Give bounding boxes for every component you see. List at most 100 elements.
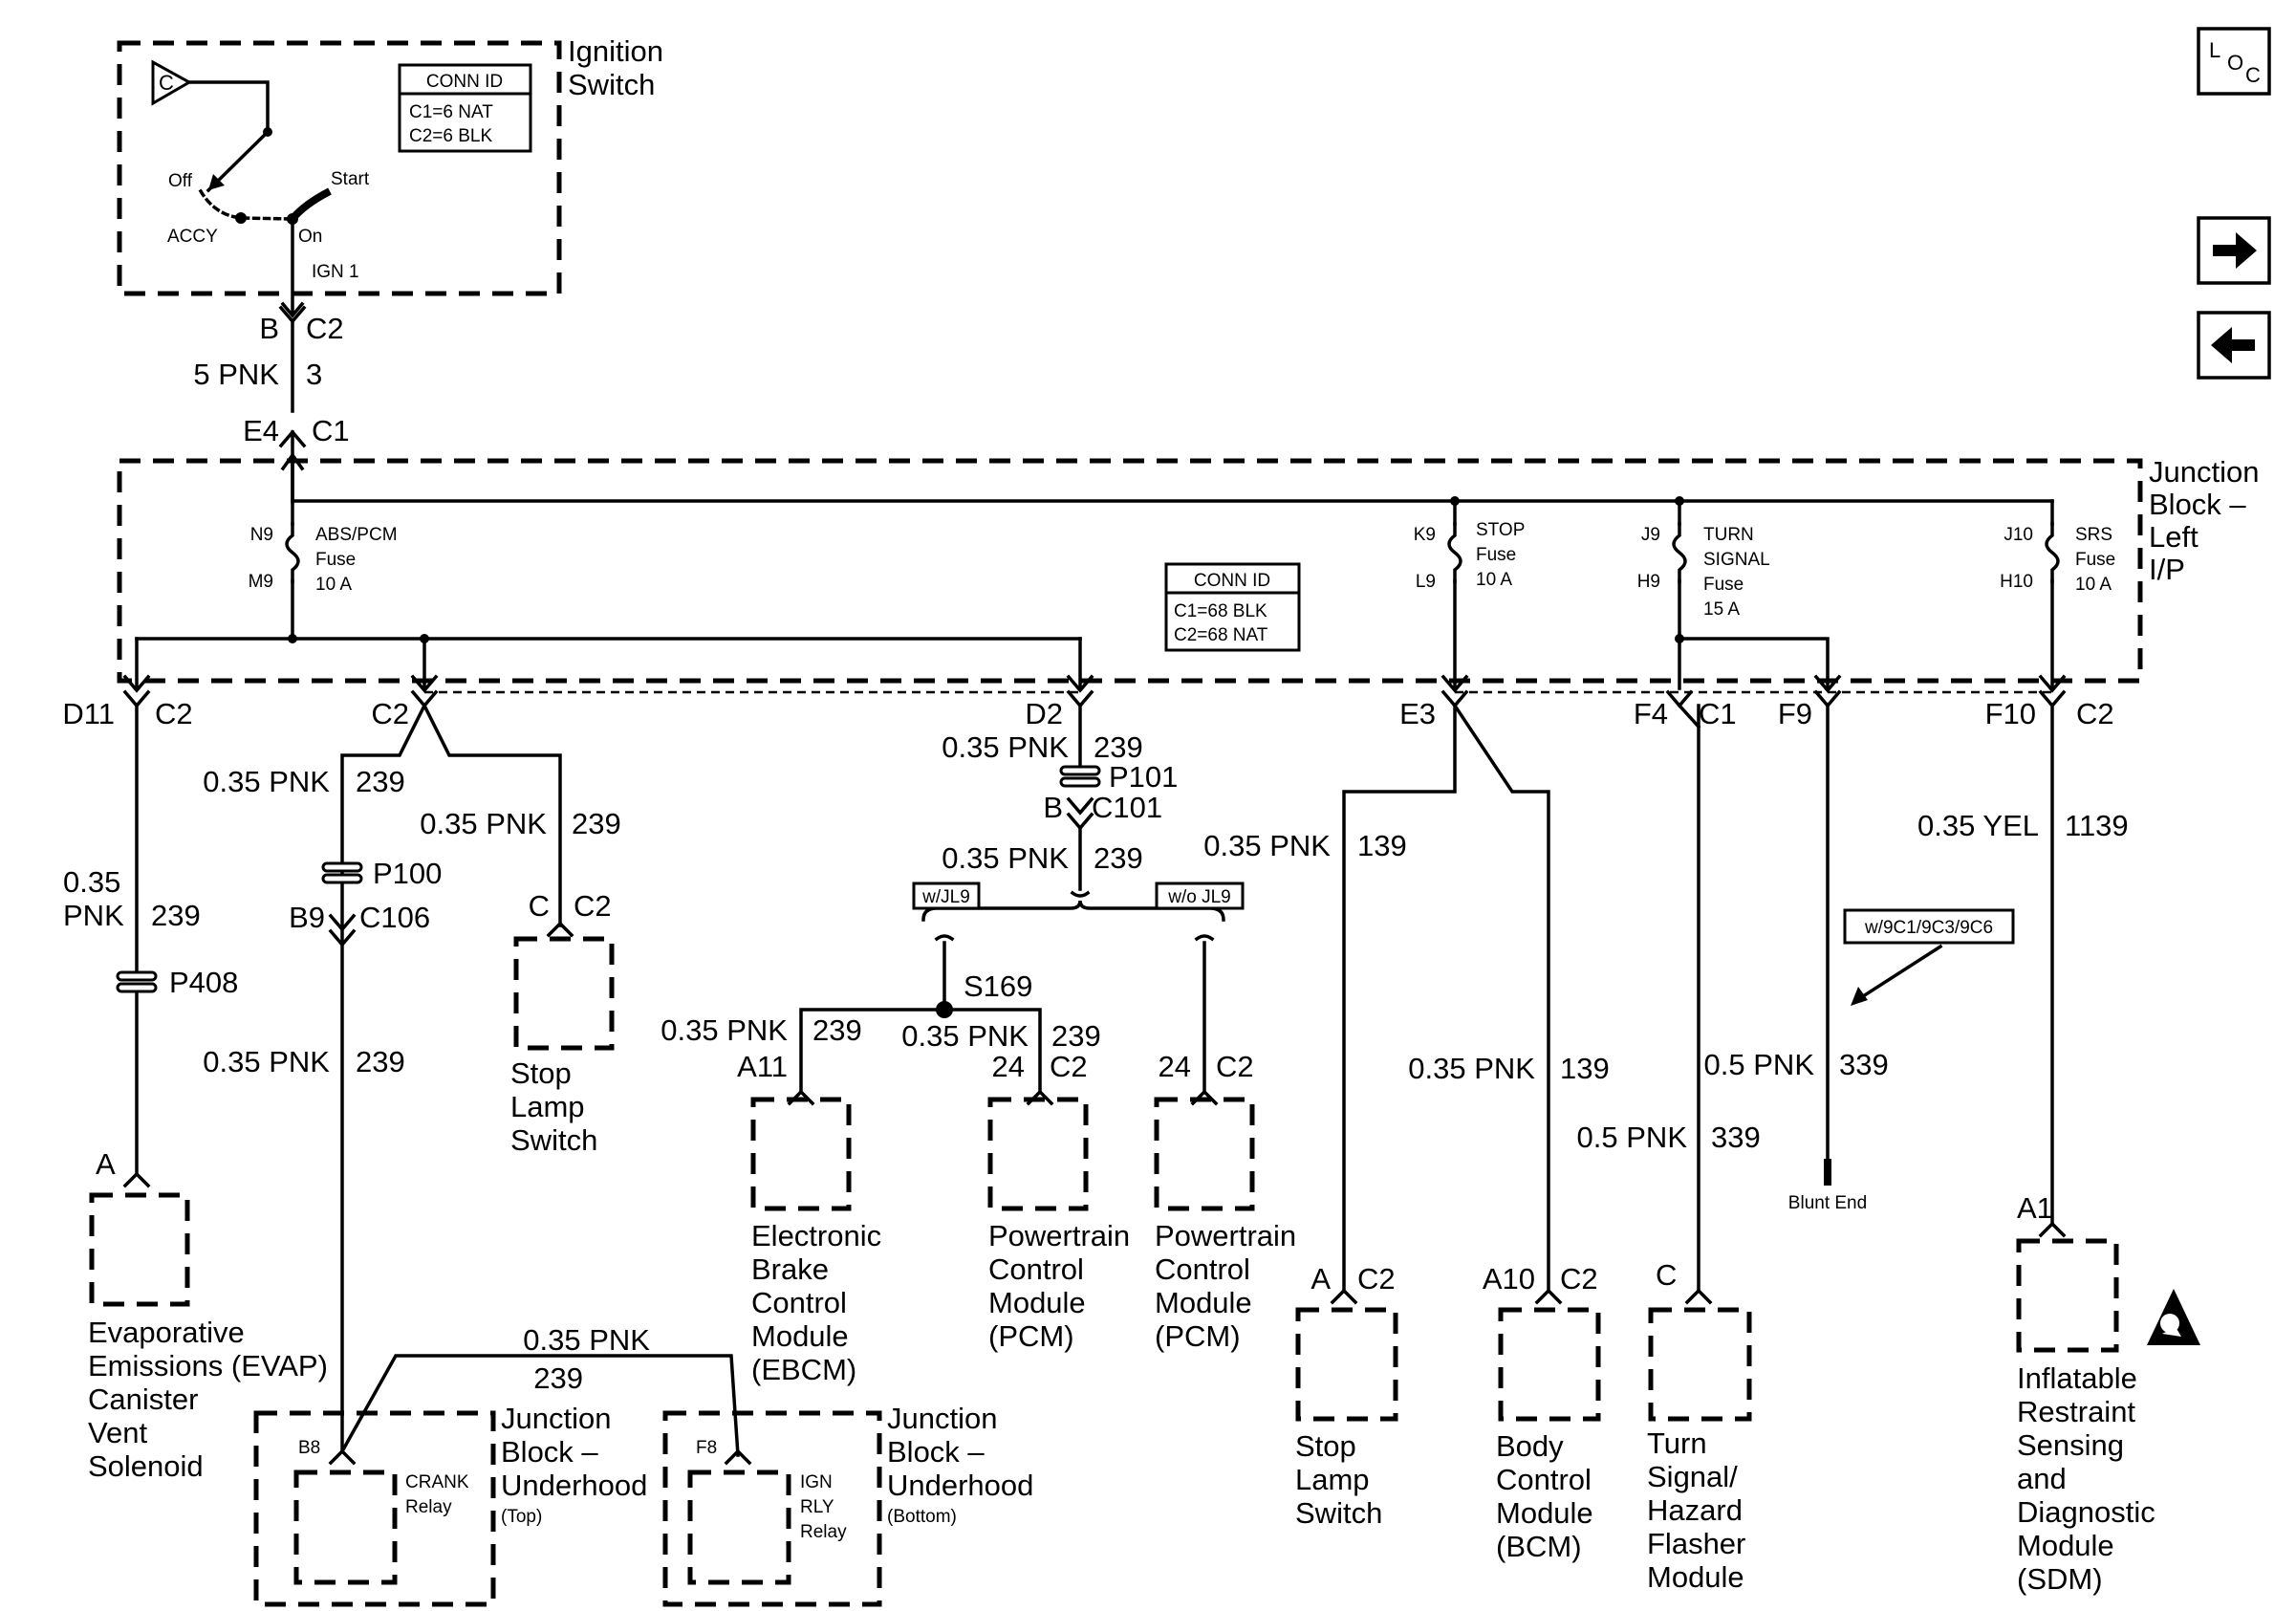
pcm1-name-3: Module	[988, 1286, 1086, 1319]
s169-label: S169	[964, 969, 1032, 1003]
sdm-circuit: 1139	[2065, 809, 2129, 842]
out-d11-pin: D11	[62, 697, 115, 730]
option-sdm: w/9C1/9C3/9C6	[1843, 908, 2015, 945]
fuse-stop-out: L9	[1416, 572, 1436, 592]
f4-branch: 0.5 PNK 339	[1577, 703, 1761, 1293]
fuse-stop-label-1: STOP	[1476, 520, 1525, 540]
jb-lip-conn-id-c2: C2=68 NAT	[1174, 625, 1268, 645]
pcm-without-jl9: 24 C2 Powertrain Control Module (PCM)	[1154, 1050, 1296, 1353]
switch-pos-accy: ACCY	[167, 227, 218, 247]
crank-jb-name-2: Block –	[501, 1435, 598, 1469]
evap-name-2: Emissions (EVAP)	[88, 1349, 328, 1382]
sdm-name-5: Diagnostic	[2017, 1495, 2155, 1529]
svg-text:w/o JL9: w/o JL9	[1167, 887, 1230, 907]
c106-pin: B9	[289, 901, 325, 934]
evap-pin: A	[96, 1147, 116, 1181]
stop-sw-upper-name-1: Stop	[510, 1056, 572, 1090]
fuse-turn-in: J9	[1641, 525, 1660, 545]
stop-sw-upper-name-2: Lamp	[510, 1090, 585, 1123]
out-d11-conn: C2	[155, 697, 193, 730]
blunt-circuit: 339	[1839, 1048, 1889, 1081]
feed-circuit: 3	[306, 358, 322, 391]
svg-text:w/JL9: w/JL9	[921, 887, 970, 907]
next-page-button[interactable]	[2197, 216, 2271, 285]
stop-sw-lower-conn: C2	[1357, 1262, 1396, 1295]
crank-wire-color: 0.35 PNK	[203, 765, 330, 798]
bcm-wire-color: 0.35 PNK	[1408, 1052, 1535, 1085]
stop-lamp-circuit: 139	[1357, 829, 1407, 862]
jb-lip-title-3: Left	[2149, 520, 2199, 554]
pcm2-pin: 24	[1159, 1050, 1191, 1083]
bcm-name-3: Module	[1496, 1496, 1593, 1530]
ign-jb-name-3: Underhood	[887, 1469, 1033, 1502]
stop-sw-lower-name-1: Stop	[1295, 1429, 1356, 1463]
blunt-wire-color: 0.5 PNK	[1704, 1048, 1815, 1081]
d2-circuit: 239	[1094, 730, 1143, 764]
airbag-warning-icon	[2147, 1289, 2200, 1345]
prev-page-button[interactable]	[2197, 311, 2271, 380]
d2-branch: 0.35 PNK 239 P101 B C101 0.35 PNK 239 w/…	[661, 704, 1245, 1094]
switch-pos-off: Off	[168, 171, 193, 191]
fuse-abs-label-2: Fuse	[315, 550, 356, 570]
fuse-turn-out: H9	[1637, 572, 1660, 592]
stop-sw-lower-pin: A	[1310, 1262, 1331, 1295]
pcm-circuit: 239	[1051, 1019, 1101, 1053]
jb-lip-conn-id-c1: C1=68 BLK	[1174, 601, 1267, 621]
relay-circuit: 0.35 PNK 239	[339, 1323, 740, 1457]
pcm2-name-1: Powertrain	[1155, 1219, 1296, 1252]
jb-lip-conn-id-title: CONN ID	[1194, 571, 1270, 591]
loc-button[interactable]: L O C	[2197, 27, 2271, 96]
feed-top-conn: C2	[306, 312, 344, 345]
switch-pos-start: Start	[331, 169, 370, 189]
ignition-conn-id-c1: C1=6 NAT	[409, 102, 493, 122]
loc-letter-l: L	[2209, 38, 2220, 62]
crank-jb-name-1: Junction	[501, 1402, 611, 1435]
fuse-srs-label-1: SRS	[2075, 525, 2112, 545]
arrow-left-icon	[2211, 327, 2255, 363]
sdm-name-3: Sensing	[2017, 1428, 2124, 1462]
c101-pin: B	[1043, 791, 1063, 824]
pcm1-pin: 24	[992, 1050, 1025, 1083]
flasher-name-2: Signal/	[1647, 1460, 1738, 1493]
ignition-switch: Ignition Switch CONN ID C1=6 NAT C2=6 BL…	[117, 34, 663, 318]
sdm-name-4: and	[2017, 1462, 2067, 1495]
pcm2-name-2: Control	[1155, 1252, 1250, 1286]
stop-sw-upper-pin: C	[529, 889, 550, 923]
fuse-stop-label-3: 10 A	[1476, 570, 1512, 590]
relay-wire-color: 0.35 PNK	[523, 1323, 650, 1357]
turn-signal-flasher: C Turn Signal/ Hazard Flasher Module	[1647, 1258, 1752, 1594]
p101-connector: P101	[1059, 760, 1178, 794]
stop-sw-circuit: 239	[572, 807, 621, 840]
ebcm-name-1: Electronic	[751, 1219, 881, 1252]
sdm-pin: A1	[2017, 1191, 2053, 1225]
feed-bottom-pin: E4	[243, 414, 279, 447]
turn-circuit: 339	[1711, 1121, 1761, 1154]
loc-letter-c: C	[2245, 63, 2261, 87]
ign-relay-3: Relay	[800, 1522, 847, 1542]
out-e3-pin: E3	[1399, 697, 1436, 730]
jb-lip-title-1: Junction	[2149, 455, 2259, 489]
p101-label: P101	[1109, 760, 1178, 794]
pcm1-name-1: Powertrain	[988, 1219, 1130, 1252]
output-connectors: D11 C2 C2 D2 E3 F4 C1 F9 F10 C2	[62, 674, 2114, 730]
c2-branch: 0.35 PNK 239 0.35 PNK 239 P100 B9 C106 0…	[203, 703, 621, 1453]
evap-name-4: Vent	[88, 1416, 147, 1449]
bcm-name-1: Body	[1496, 1429, 1564, 1463]
ign-jb-name-1: Junction	[887, 1402, 997, 1435]
crank-relay-2: Relay	[405, 1497, 452, 1517]
jb-lip-title-4: I/P	[2149, 553, 2185, 586]
crank-pin: B8	[298, 1438, 320, 1458]
junction-block-lip: Junction Block – Left I/P N9 M9 ABS/PCM …	[117, 451, 2259, 690]
fuse-turn-label-1: TURN	[1703, 525, 1754, 545]
flasher-name-3: Hazard	[1647, 1493, 1743, 1527]
bcm-circuit: 139	[1560, 1052, 1610, 1085]
out-f10-pin: F10	[1985, 697, 2036, 730]
bcm-name-2: Control	[1496, 1463, 1592, 1496]
ignition-conn-id: CONN ID C1=6 NAT C2=6 BLK	[398, 63, 532, 153]
fuse-abs-in: N9	[250, 525, 273, 545]
evap-circuit: 0.35 PNK 239 P408 A Evaporative Emission…	[63, 704, 328, 1483]
p100-label: P100	[373, 857, 442, 890]
pcm1-conn: C2	[1050, 1050, 1088, 1083]
ebcm: A11 Electronic Brake Control Module (EBC…	[737, 1050, 881, 1386]
flasher-name-1: Turn	[1647, 1426, 1707, 1460]
